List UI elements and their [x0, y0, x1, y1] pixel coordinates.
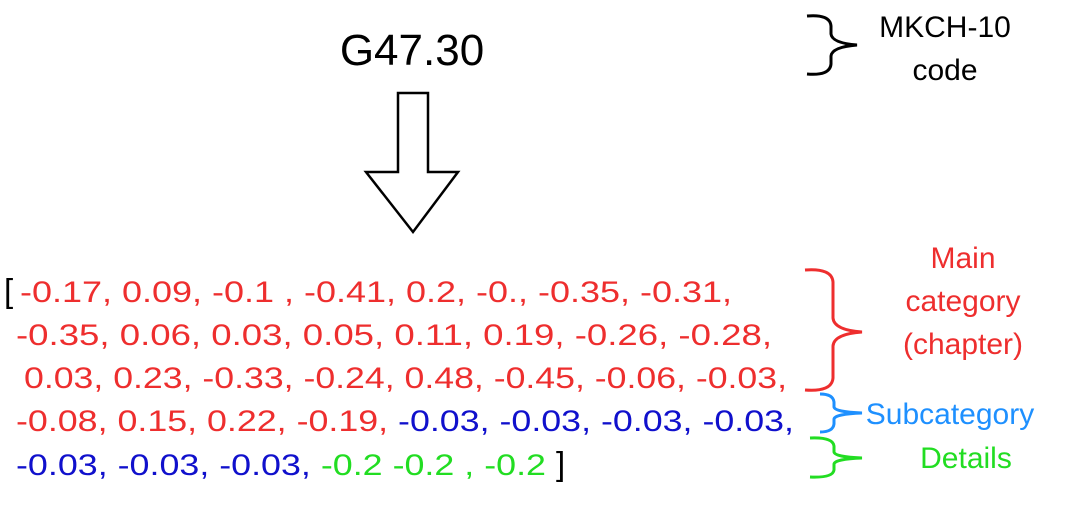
main-label-line-3: (chapter) [903, 328, 1023, 361]
details-brace [809, 436, 863, 479]
main-label-line-1: Main [930, 242, 995, 275]
details-label: Details [920, 442, 1012, 475]
code-label-line-2: code [912, 54, 977, 87]
main-category-brace [804, 268, 863, 392]
icd-code-title: G47.30 [340, 26, 484, 75]
vector-line-4: -0.08, 0.15, 0.22, -0.19, -0.03, -0.03, … [16, 405, 794, 438]
vector-segment-main: -0.17, 0.09, -0.1 , -0.41, 0.2, -0., -0.… [20, 276, 732, 309]
vector-open-bracket: [ [4, 272, 13, 309]
vector-segment-main: -0.08, 0.15, 0.22, -0.19, [16, 405, 398, 438]
code-brace [806, 14, 858, 76]
vector-line-5: -0.03, -0.03, -0.03, -0.2 -0.2 , -0.2 [16, 449, 546, 482]
vector-segment-main: 0.03, 0.23, -0.33, -0.24, 0.48, -0.45, -… [24, 362, 787, 395]
vector-segment-details: -0.2 -0.2 , -0.2 [321, 449, 546, 482]
vector-segment-sub: -0.03, -0.03, -0.03, [16, 449, 321, 482]
vector-close-bracket: ] [556, 445, 565, 482]
vector-line-1: -0.17, 0.09, -0.1 , -0.41, 0.2, -0., -0.… [20, 276, 732, 309]
vector-segment-main: -0.35, 0.06, 0.03, 0.05, 0.11, 0.19, -0.… [16, 319, 772, 352]
vector-line-3: 0.03, 0.23, -0.33, -0.24, 0.48, -0.45, -… [24, 362, 787, 395]
down-arrow [363, 91, 461, 235]
code-label-line-1: MKCH-10 [879, 11, 1011, 44]
vector-line-2: -0.35, 0.06, 0.03, 0.05, 0.11, 0.19, -0.… [16, 319, 772, 352]
subcategory-brace [819, 392, 863, 434]
subcategory-label: Subcategory [866, 398, 1034, 431]
main-label-line-2: category [905, 285, 1020, 318]
vector-segment-sub: -0.03, -0.03, -0.03, -0.03, [398, 405, 794, 438]
